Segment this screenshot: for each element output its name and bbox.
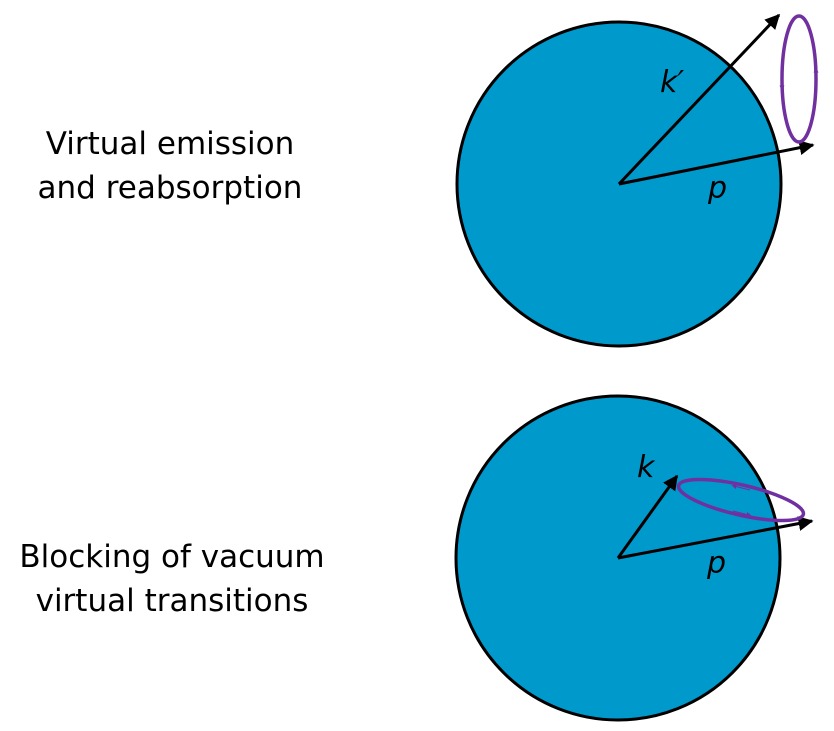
panel-virtual-emission: k′ p [455, 13, 819, 348]
p-vector-arrow [617, 516, 814, 560]
caption-line: Virtual emission [45, 126, 295, 162]
virtual-loop [676, 477, 806, 523]
loop-direction-arrow [731, 484, 751, 491]
k-prime-label: k′ [660, 65, 684, 100]
caption-line: virtual transitions [35, 583, 309, 619]
p-label: p [706, 546, 726, 581]
k-label: k [637, 450, 656, 485]
loop-direction-arrow [732, 510, 752, 517]
p-label: p [707, 171, 727, 206]
panel-blocking: k p [454, 394, 814, 722]
virtual-loop [780, 14, 818, 144]
caption-virtual-emission: Virtual emission and reabsorption [10, 122, 330, 210]
caption-line: and reabsorption [37, 170, 303, 206]
k-prime-vector-arrow [617, 13, 781, 186]
caption-line: Blocking of vacuum [19, 539, 325, 575]
k-vector-arrow [616, 474, 679, 559]
caption-blocking: Blocking of vacuum virtual transitions [0, 535, 344, 623]
p-vector-arrow [618, 140, 815, 186]
